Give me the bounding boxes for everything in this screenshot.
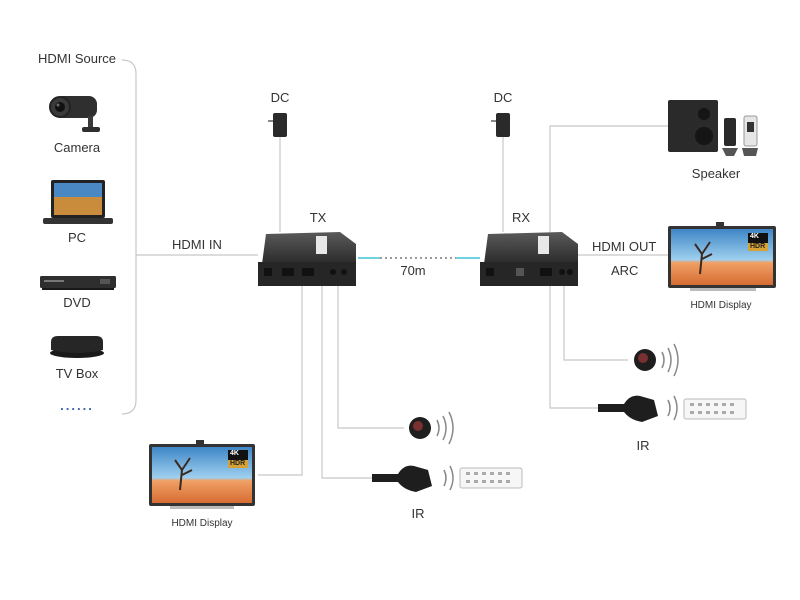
camera-label: Camera <box>53 140 101 155</box>
tv-box-icon <box>50 336 104 358</box>
rx-hdmi-display-label: HDMI Display <box>690 300 752 311</box>
more-sources-ellipsis: ...... <box>60 398 94 413</box>
source-bracket <box>121 59 137 415</box>
rx-remote-control-icon <box>683 398 747 420</box>
tx-display-4k-badge: 4K <box>230 450 239 457</box>
tx-ir-label: IR <box>411 506 425 521</box>
tx-ir-emitter-icon <box>372 465 454 492</box>
rx-ir-label: IR <box>636 438 650 453</box>
laptop-icon <box>43 180 113 224</box>
rx-display-4k-badge: 4K <box>750 233 759 240</box>
hdmi-source-title: HDMI Source <box>38 51 117 66</box>
speaker-label: Speaker <box>691 166 741 181</box>
arc-label: ARC <box>611 263 639 278</box>
rx-label: RX <box>511 210 531 225</box>
rx-ir-emitter-icon <box>598 395 678 422</box>
rx-ir-receiver-icon <box>634 343 679 377</box>
rx-extender-unit <box>480 232 578 286</box>
rx-hdmi-display-icon <box>668 222 776 291</box>
hdmi-in-label: HDMI IN <box>172 237 222 252</box>
tx-hdmi-display-icon <box>149 440 255 509</box>
tx-label: TX <box>309 210 327 225</box>
rx-dc-adapter-icon <box>491 113 510 232</box>
tx-ir-receiver-icon <box>409 411 454 445</box>
pc-label: PC <box>67 230 87 245</box>
tv-box-label: TV Box <box>55 366 99 381</box>
speaker-icon <box>668 100 758 156</box>
rx-display-hdr-badge: HDR <box>750 243 766 250</box>
dvd-player-icon <box>40 276 116 290</box>
cable-distance-label: 70m <box>400 263 426 278</box>
tx-dc-label: DC <box>270 90 290 105</box>
rx-dc-label: DC <box>493 90 513 105</box>
tx-extender-unit <box>258 232 356 286</box>
dvd-label: DVD <box>63 295 91 310</box>
tx-display-hdr-badge: HDR <box>230 460 246 467</box>
camera-icon <box>49 96 100 132</box>
hdmi-out-label: HDMI OUT <box>592 239 657 254</box>
tx-hdmi-display-label: HDMI Display <box>171 518 233 529</box>
tx-dc-adapter-icon <box>268 113 287 232</box>
tx-remote-control-icon <box>459 467 523 489</box>
